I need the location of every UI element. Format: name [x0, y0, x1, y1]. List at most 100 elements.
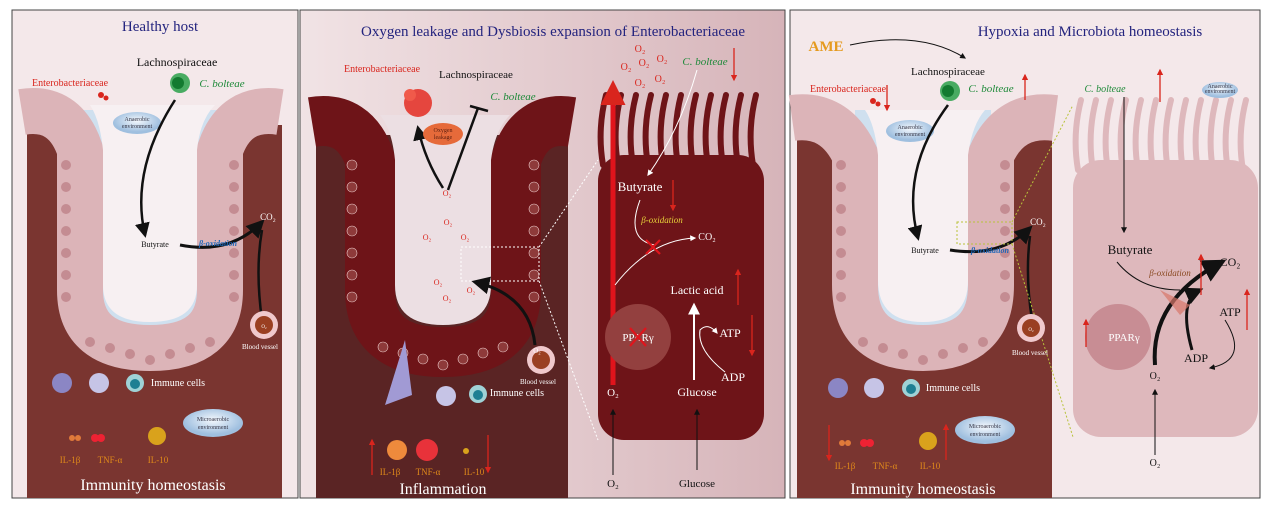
c-bolteae-label: C. bolteae: [490, 91, 535, 103]
crypt-epithelium: [307, 96, 577, 378]
nucleus: [229, 248, 239, 258]
il1b-label: IL-1β: [380, 467, 401, 477]
co2-label: CO₂: [1220, 255, 1241, 269]
cell-c-bolteae-label: C. bolteae: [682, 56, 727, 68]
panel-footer: Inflammation: [399, 481, 486, 498]
lactic-acid-label: Lactic acid: [671, 283, 724, 297]
beta-oxidation-label: β-oxidation: [198, 239, 237, 248]
nucleus: [836, 292, 846, 302]
nucleus: [125, 349, 135, 359]
nucleus: [1000, 270, 1010, 280]
cytokine-icons: [69, 427, 166, 445]
nucleus: [185, 343, 195, 353]
nucleus: [377, 341, 389, 353]
nucleus: [346, 247, 358, 259]
il10-label: IL-10: [920, 461, 941, 471]
env-line: environment: [895, 132, 926, 138]
nucleus: [528, 181, 540, 193]
nucleus: [528, 203, 540, 215]
cell-anaerobic-environment-badge: Anaerobic environment: [1202, 82, 1238, 98]
nucleus: [836, 248, 846, 258]
microvillus: [1072, 97, 1084, 173]
glucose-label: Glucose: [677, 385, 716, 399]
o2-label: O₂: [443, 189, 452, 198]
crypt-epithelium: [788, 94, 1059, 372]
env-line: environment: [198, 425, 229, 431]
nucleus: [1000, 160, 1010, 170]
anaerobic-environment-badge: Anaerobic environment: [886, 120, 934, 142]
bottom-o2-label: O₂: [1150, 458, 1161, 469]
atp-label: ATP: [719, 326, 741, 340]
env-line: Microaerobic: [969, 424, 1002, 430]
il1b-label: IL-1β: [60, 455, 81, 465]
nucleus: [105, 343, 115, 353]
enterobacteriaceae-label: Enterobacteriaceae: [810, 84, 887, 95]
nucleus: [1000, 292, 1010, 302]
atp-label: ATP: [1219, 305, 1241, 319]
nucleus: [836, 204, 846, 214]
nucleus: [836, 182, 846, 192]
o2-leak-arrow: [413, 125, 445, 189]
nucleus: [417, 353, 429, 365]
nucleus: [229, 226, 239, 236]
nucleus: [477, 347, 489, 359]
nucleus: [346, 269, 358, 281]
c-bolteae-label: C. bolteae: [968, 83, 1013, 95]
lachnospiraceae-label: Lachnospiraceae: [911, 66, 985, 78]
panel-healthy-host: Healthy host Lachnospiraceae Enterobacte…: [11, 9, 299, 499]
nucleus: [836, 160, 846, 170]
panel-title: Hypoxia and Microbiota homeostasis: [978, 24, 1203, 40]
nucleus: [61, 160, 71, 170]
blood-vessel-label: Blood vessel: [1012, 349, 1048, 357]
nucleus: [61, 226, 71, 236]
nucleus: [1000, 248, 1010, 258]
bottom-glucose-label: Glucose: [679, 478, 715, 490]
oxidation-arrow: [1116, 261, 1181, 291]
c-bolteae-cluster-icon: [170, 73, 190, 93]
nucleus: [528, 269, 540, 281]
tnfa-label: TNF-α: [873, 461, 898, 471]
immune-cells-icons: [828, 378, 920, 398]
immune-cells-icons: [52, 373, 144, 393]
nucleus: [898, 349, 908, 359]
cell-o2-label: O₂: [1150, 371, 1161, 382]
nucleus: [1000, 204, 1010, 214]
enterobacteriaceae-label: Enterobacteriaceae: [32, 78, 109, 89]
c-bolteae-cluster-icon: [940, 81, 960, 101]
nucleus: [528, 247, 540, 259]
lachnospiraceae-label: Lachnospiraceae: [137, 55, 218, 69]
nucleus: [229, 270, 239, 280]
nucleus: [346, 159, 358, 171]
ppar-label: PPARγ: [1108, 332, 1140, 344]
nucleus: [437, 359, 449, 371]
nucleus: [457, 353, 469, 365]
nucleus: [229, 292, 239, 302]
nucleus: [346, 203, 358, 215]
nucleus: [61, 204, 71, 214]
enterobacteriaceae-cluster-icon: [404, 89, 432, 117]
blood-vessel-icon: [527, 346, 555, 374]
zoom-region-box: [956, 221, 1013, 245]
c-bolteae-label: C. bolteae: [199, 78, 244, 90]
immune-cells-label: Immune cells: [490, 388, 544, 399]
ppar-gamma-nucleus: [1085, 304, 1151, 370]
enterobacteriaceae-icon: [98, 92, 109, 101]
o2-label: O₂: [443, 294, 452, 303]
nucleus: [346, 291, 358, 303]
env-line: Anaerobic: [1208, 84, 1233, 90]
inhibition-line: [446, 104, 489, 191]
flow-arrow: [647, 69, 698, 176]
immune-cells-label: Immune cells: [926, 383, 980, 394]
nucleus: [229, 204, 239, 214]
nucleus: [85, 337, 95, 347]
cell-o2-label: O₂: [607, 387, 619, 399]
il10-label: IL-10: [464, 467, 485, 477]
env-line: environment: [1205, 89, 1236, 95]
microaerobic-environment-badge: Microaerobic environment: [955, 416, 1015, 444]
nucleus: [61, 182, 71, 192]
nucleus: [878, 343, 888, 353]
blood-vessel-icon: O₂: [250, 311, 278, 339]
env-line: environment: [970, 432, 1001, 438]
beta-oxidation-label: β-oxidation: [970, 246, 1009, 255]
oxidation-main-arrow: [1152, 259, 1227, 366]
